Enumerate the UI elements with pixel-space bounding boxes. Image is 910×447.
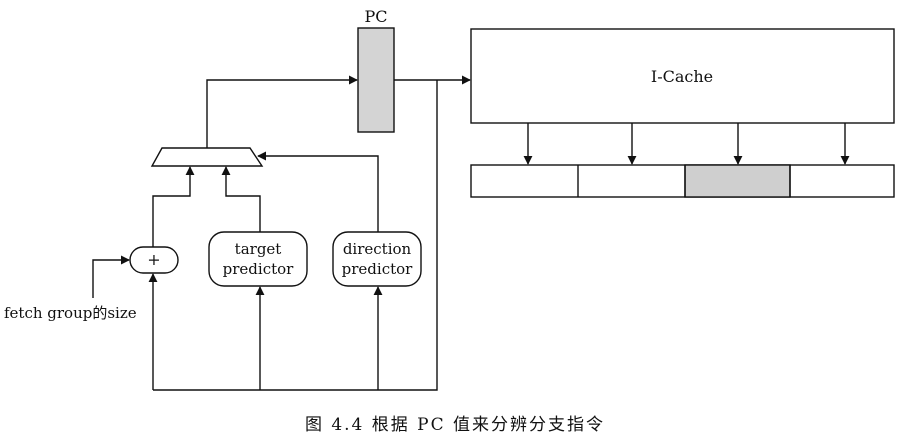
pc-register — [357, 27, 395, 133]
pc-feedback-wire — [153, 80, 438, 391]
pc-label: PC — [364, 7, 387, 26]
icache-label: I-Cache — [651, 67, 713, 86]
figure-caption: 图 4.4 根据 PC 值来分辨分支指令 — [304, 415, 606, 435]
fetch-size-to-adder-arrow — [92, 255, 130, 298]
adder-to-mux-arrow — [152, 166, 195, 247]
icache-box — [470, 28, 895, 124]
target-to-mux-arrow — [221, 166, 261, 232]
mux-to-pc-arrow — [206, 75, 358, 148]
target-predictor-box — [208, 231, 308, 287]
target-predictor-label-line2: predictor — [223, 260, 295, 278]
adder — [129, 246, 179, 274]
direction-predictor-label-line1: direction — [343, 240, 412, 258]
direction-predictor-box — [332, 231, 422, 287]
fetch-line — [470, 164, 895, 198]
mux — [150, 147, 264, 167]
direction-predictor-label-line2: predictor — [342, 260, 414, 278]
fetch-line-segment-highlight — [684, 164, 791, 198]
adder-label: + — [147, 250, 160, 269]
target-predictor-label-line1: target — [235, 240, 282, 258]
fetch-group-size-label: fetch group的size — [4, 304, 137, 322]
direction-to-mux-arrow — [257, 151, 379, 232]
